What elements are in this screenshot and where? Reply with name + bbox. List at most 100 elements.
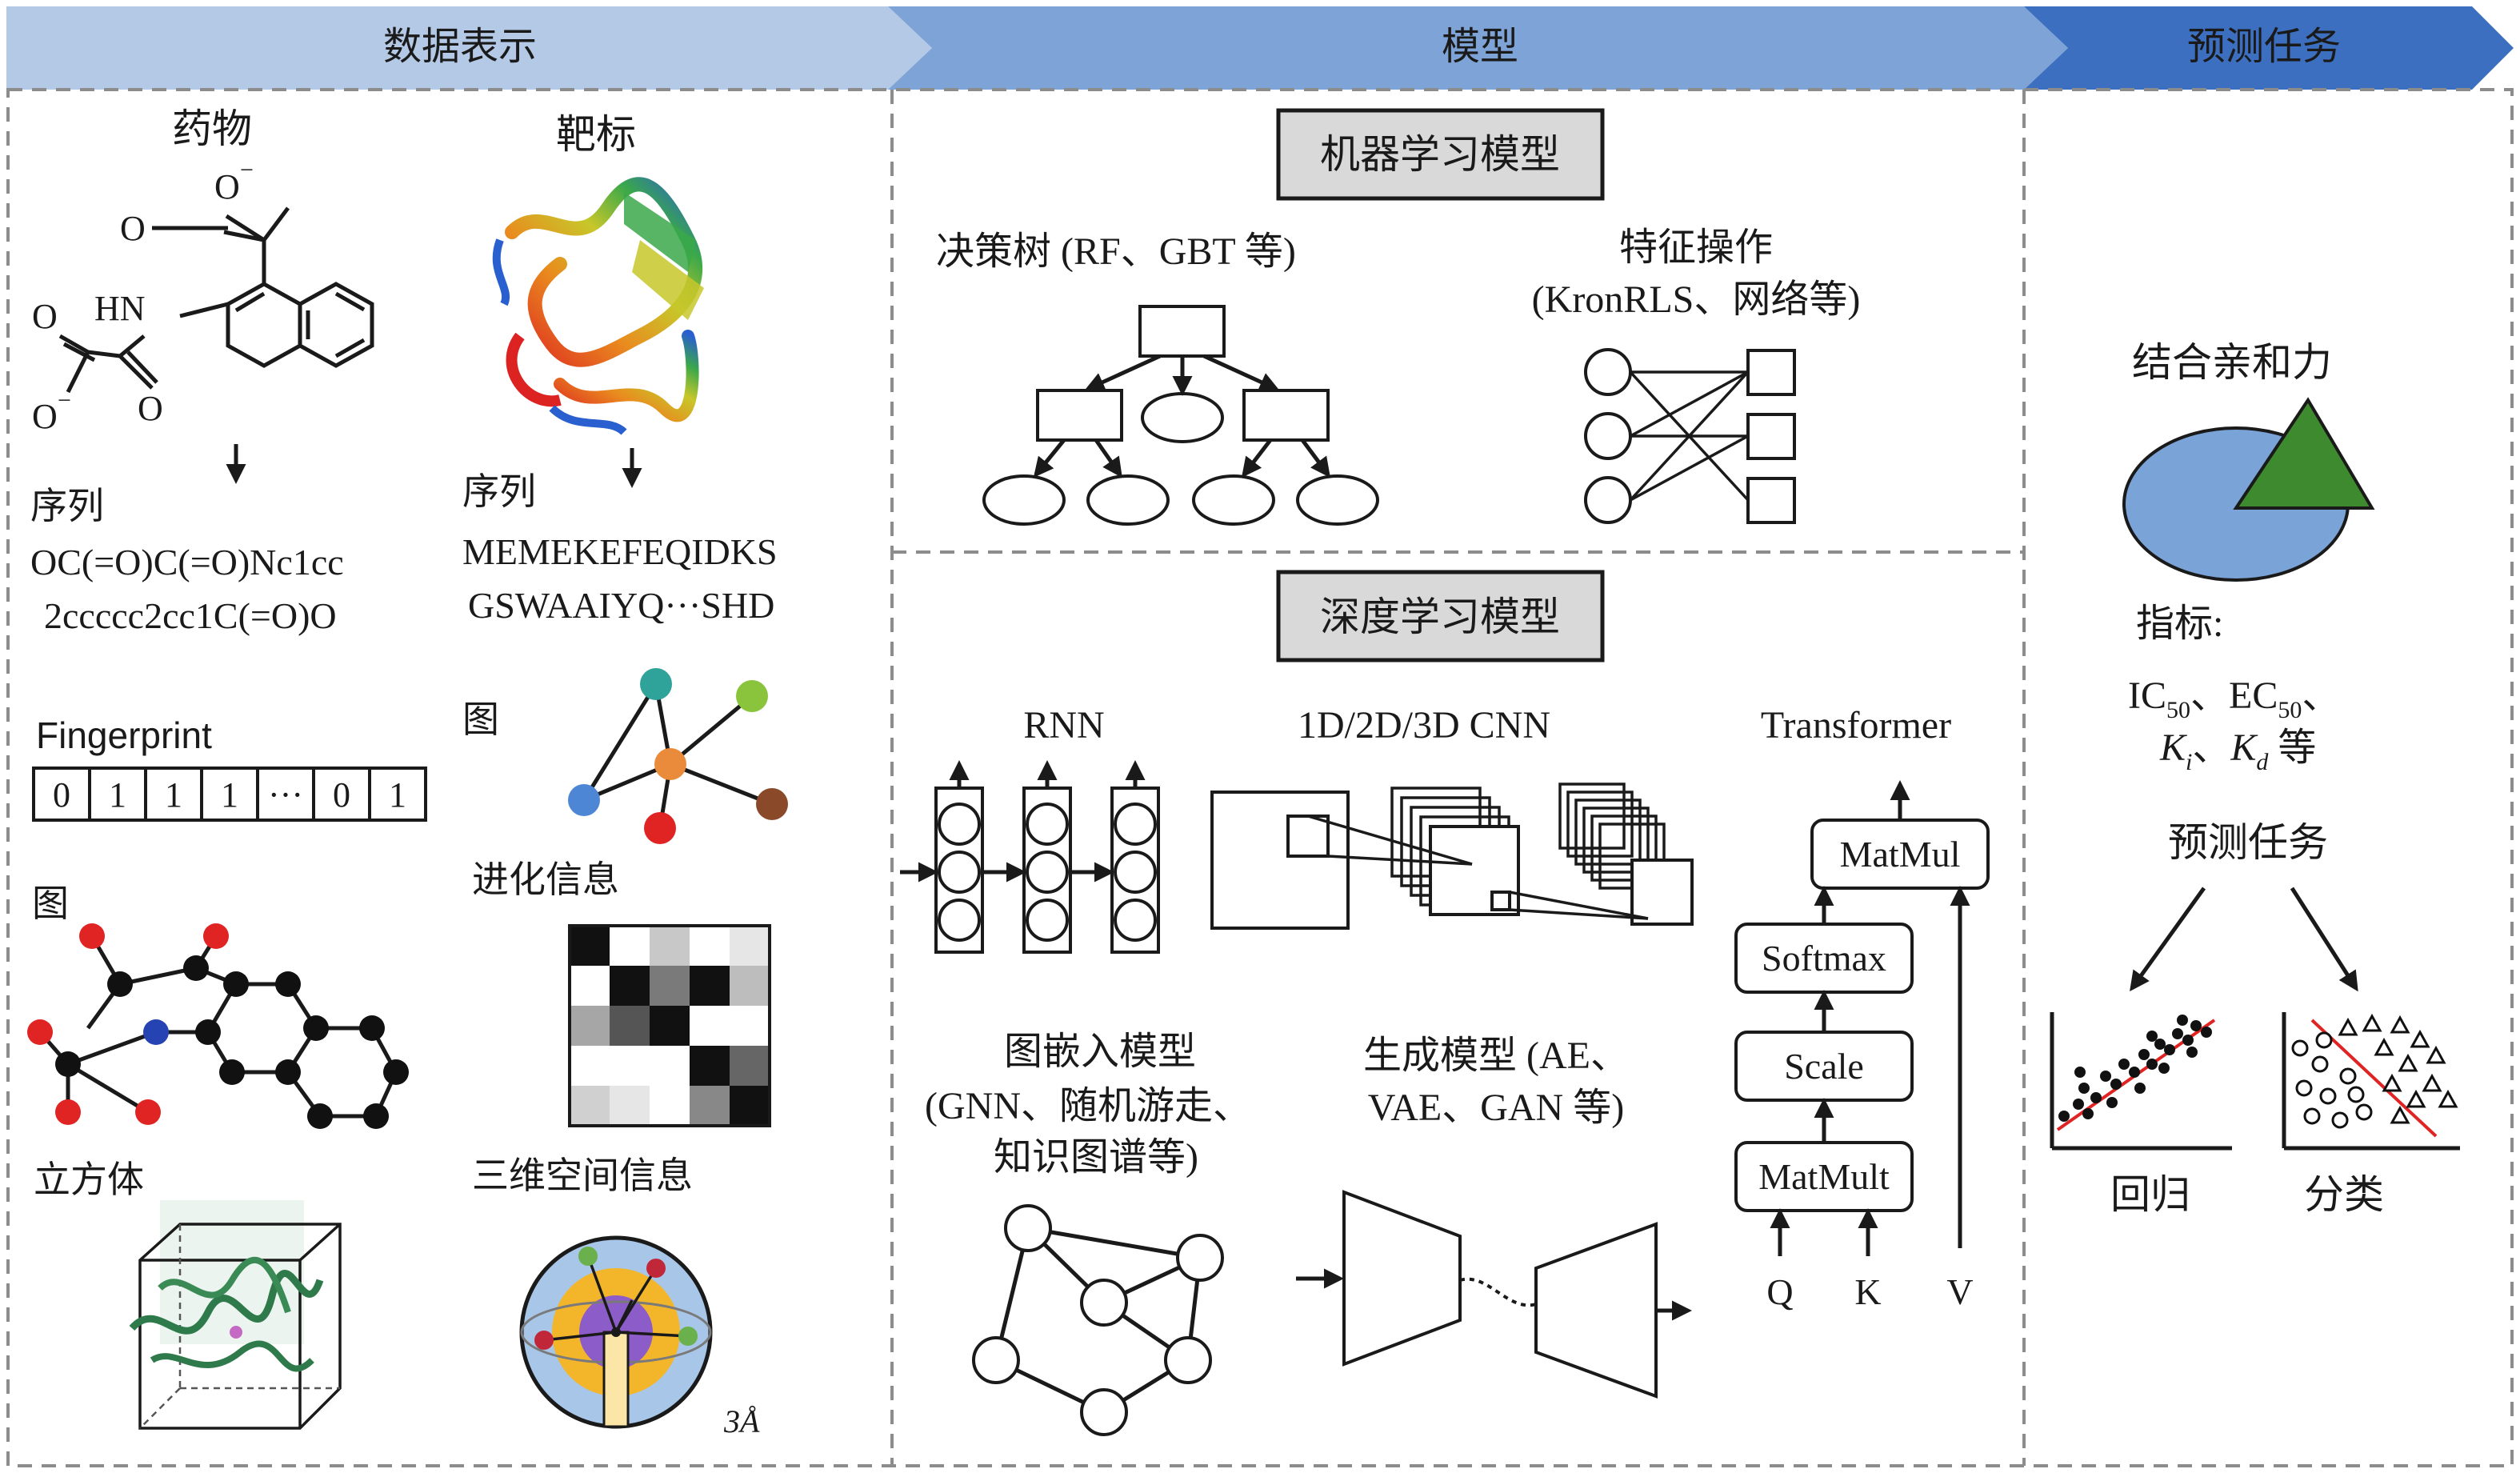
drug-seq-label: 序列 <box>30 486 104 526</box>
fingerprint-cell <box>144 767 203 822</box>
spatial-label: 三维空间信息 <box>472 1155 693 1196</box>
cnn-label: 1D/2D/3D CNN <box>1298 704 1550 747</box>
regression-point <box>2182 1035 2194 1046</box>
atom-o-left: O <box>32 297 58 336</box>
class-a-point <box>2331 1111 2349 1129</box>
regression-point <box>2138 1049 2150 1060</box>
class-a-point <box>2315 1031 2333 1049</box>
fingerprint-cell <box>88 767 147 822</box>
class-b-point <box>2438 1089 2458 1108</box>
header-bar: 数据表示 模型 预测任务 <box>6 6 2514 90</box>
evo-matrix-cell <box>690 1046 730 1086</box>
regression-point <box>2100 1071 2111 1082</box>
class-b-point <box>2362 1013 2382 1032</box>
drug-smiles-line1: OC(=O)C(=O)Nc1cc <box>30 542 344 582</box>
fingerprint-cell <box>368 767 427 822</box>
evo-matrix-cell <box>650 1006 690 1046</box>
evo-matrix-cell <box>610 926 650 966</box>
atom-o-right: O <box>138 389 163 428</box>
target-title: 靶标 <box>556 112 636 157</box>
evo-matrix-cell <box>730 1006 770 1046</box>
atom-hn: HN <box>94 289 146 328</box>
atom-o-bottom-charge: − <box>58 387 71 414</box>
transformer-diagram <box>1734 780 1990 1256</box>
class-a-point <box>2311 1055 2329 1073</box>
ml-title: 机器学习模型 <box>1320 132 1560 177</box>
graph-embed-line2: (GNN、随机游走、 <box>925 1085 1251 1127</box>
transformer-softmax: Softmax <box>1762 938 1886 979</box>
header-task: 预测任务 <box>2187 24 2341 69</box>
class-b-point <box>2426 1045 2446 1064</box>
arrow-to-regression <box>2130 887 2206 992</box>
regression-point <box>2201 1027 2212 1038</box>
evo-matrix-cell <box>610 1086 650 1126</box>
autoencoder-diagram <box>1296 1190 1692 1399</box>
fingerprint-bit: ··· <box>268 775 303 815</box>
regression-point <box>2146 1059 2158 1070</box>
protein-ribbon <box>492 177 704 435</box>
evo-matrix-cell <box>730 1046 770 1086</box>
class-a-point <box>2295 1079 2313 1097</box>
drug-graph-label: 图 <box>32 883 69 924</box>
graph-embed-line3: 知识图谱等) <box>994 1136 1198 1179</box>
fingerprint-cell <box>256 767 315 822</box>
task-label: 预测任务 <box>2168 820 2328 865</box>
bipartite-graph <box>1584 348 1796 524</box>
feature-label-line2: (KronRLS、网络等) <box>1532 278 1861 321</box>
drug-structure <box>58 206 374 394</box>
feature-label-line1: 特征操作 <box>1619 226 1773 269</box>
rnn-diagram <box>900 760 1160 954</box>
evo-matrix-cell <box>570 1086 610 1126</box>
atom-o-carbonyl: O <box>120 209 146 248</box>
header-arrow-data <box>6 6 932 90</box>
regression-point <box>2172 1028 2183 1039</box>
metrics-label: 指标: <box>2136 602 2223 645</box>
fingerprint-label: Fingerprint <box>36 714 212 756</box>
class-a-point <box>2355 1103 2373 1121</box>
spatial-sphere <box>519 1235 713 1429</box>
evo-matrix-cell <box>690 1006 730 1046</box>
regression-point <box>2177 1015 2188 1026</box>
class-b-point <box>2398 1053 2418 1072</box>
target-graph-label: 图 <box>462 699 499 740</box>
atom-o-bottom: O <box>32 397 58 436</box>
target-graph <box>568 668 788 844</box>
gen-line1: 生成模型 (AE、 <box>1363 1035 1629 1077</box>
drug-smiles-line2: 2ccccc2cc1C(=O)O <box>44 595 337 636</box>
transformer-matmul-top: MatMul <box>1840 834 1961 875</box>
ml-section: 机器学习模型 决策树 (RF、GBT 等) 特征操作 (KronRLS、网络等) <box>936 108 1861 526</box>
header-data-repr: 数据表示 <box>383 24 537 69</box>
regression-point <box>2158 1063 2170 1074</box>
fingerprint-bit: 1 <box>221 775 238 815</box>
class-b-point <box>2338 1017 2358 1036</box>
evo-matrix-cell <box>650 926 690 966</box>
transformer-input-k: K <box>1854 1271 1881 1312</box>
task-section: 结合亲和力 指标: IC50、EC50、 Ki、Kd 等 预测任务 回归 分类 <box>2050 340 2460 1217</box>
transformer-matmul-bottom: MatMult <box>1758 1156 1890 1197</box>
transformer-label: Transformer <box>1761 704 1951 747</box>
fingerprint-bit: 1 <box>165 775 182 815</box>
evo-matrix-cell <box>650 1046 690 1086</box>
fingerprint-bit: 1 <box>389 775 406 815</box>
class-b-point <box>2422 1073 2442 1092</box>
fingerprint-bit: 1 <box>109 775 126 815</box>
atom-o-top: O <box>214 167 240 206</box>
dl-title-box <box>1276 570 1605 662</box>
regression-point <box>2190 1020 2202 1031</box>
regression-point <box>2129 1067 2140 1078</box>
class-b-point <box>2374 1037 2394 1056</box>
rnn-label: RNN <box>1023 704 1104 747</box>
gen-line2: VAE、GAN 等) <box>1368 1087 1624 1129</box>
transformer-input-v: V <box>1946 1271 1973 1312</box>
evo-matrix-cell <box>570 966 610 1006</box>
regression-point <box>2106 1097 2118 1108</box>
target-seq-label: 序列 <box>462 471 536 512</box>
target-section: 靶标 序列 MEMEKEFEQIDKS GSWAAIYQ···SHD 图 <box>462 112 788 1439</box>
evo-matrix-cell <box>730 966 770 1006</box>
affinity-icon <box>2122 397 2375 582</box>
graph-embed-diagram <box>972 1204 1224 1436</box>
atom-o-top-charge: − <box>240 157 254 183</box>
evo-matrix-cell <box>690 926 730 966</box>
cnn-diagram <box>1210 783 1694 930</box>
